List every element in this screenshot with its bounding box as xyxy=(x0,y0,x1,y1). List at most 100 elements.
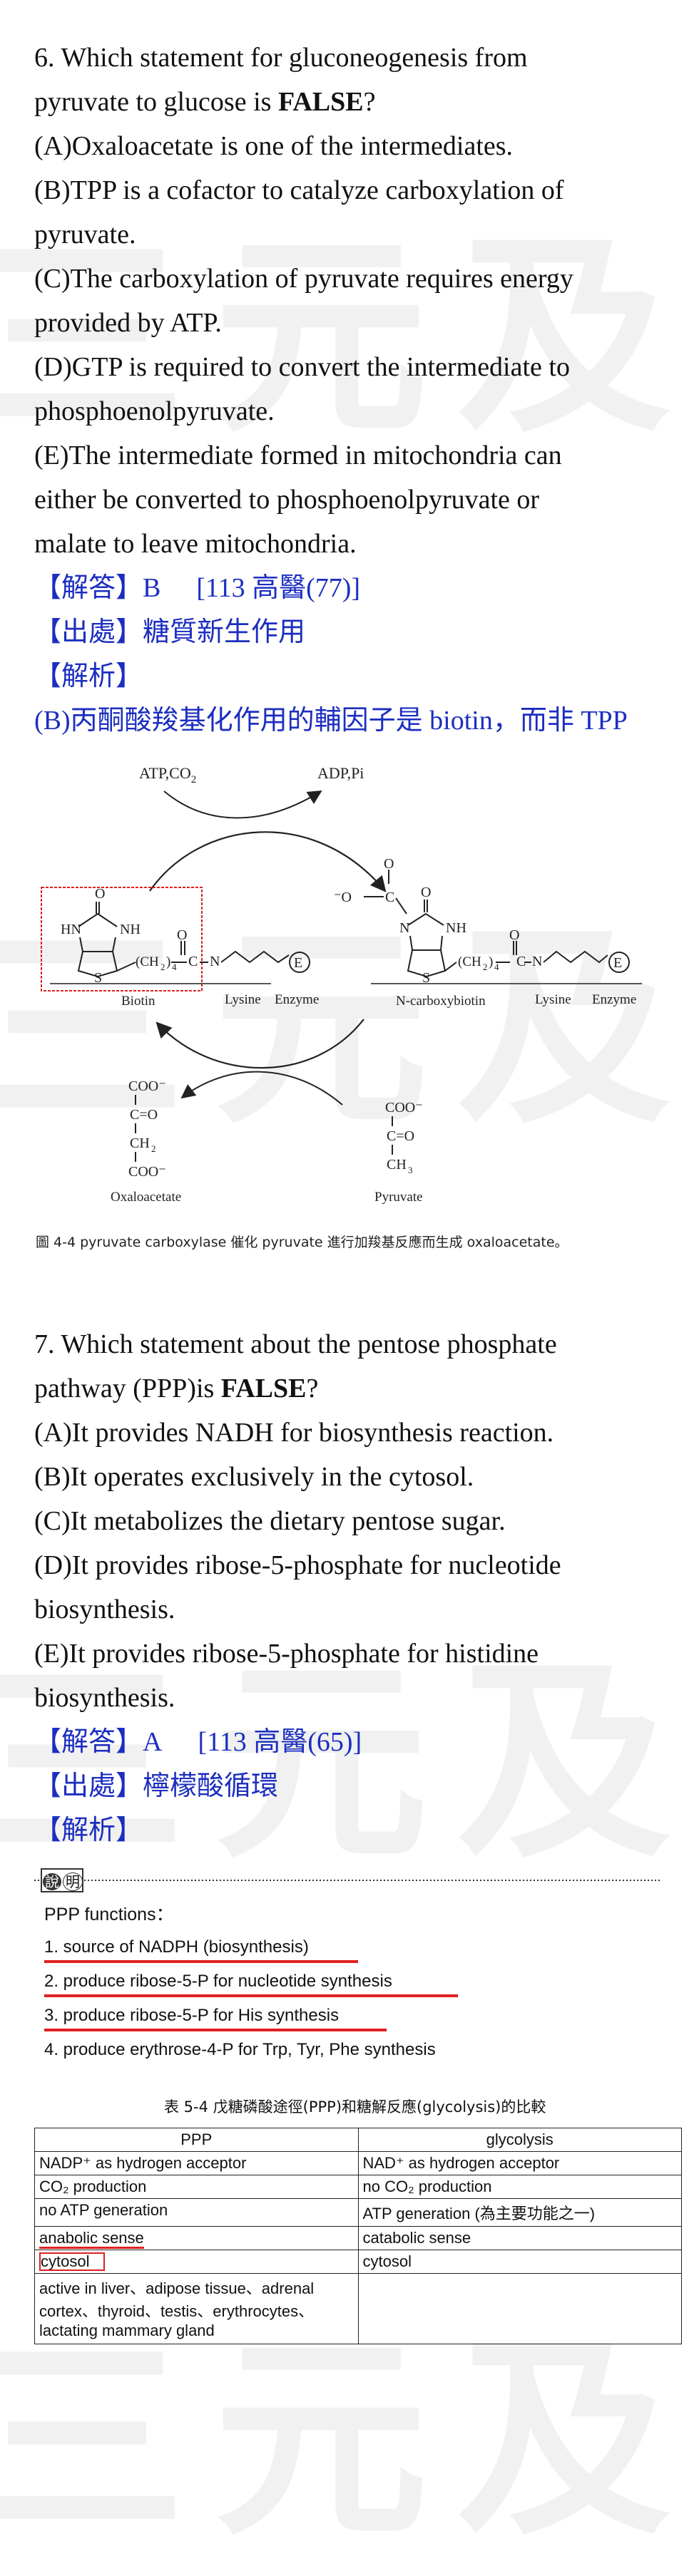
svg-text:COO⁻: COO⁻ xyxy=(128,1078,166,1094)
q6-option-line: phosphoenolpyruvate. xyxy=(34,396,275,426)
svg-text:(CH: (CH xyxy=(458,954,481,969)
enzyme-e-label: E xyxy=(294,955,302,971)
table-row: anabolic sense catabolic sense xyxy=(34,2226,682,2250)
table-cell: cytosol xyxy=(34,2250,359,2274)
q6-option-line: malate to leave mitochondria. xyxy=(34,529,357,559)
q6-option-line: (C)The carboxylation of pyruvate require… xyxy=(34,264,573,294)
q7-stem-line2: pathway (PPP)is FALSE? xyxy=(34,1374,319,1403)
table-cell: no CO₂ production xyxy=(357,2175,682,2199)
q6-stem-line1: 6. Which statement for gluconeogenesis f… xyxy=(34,43,528,73)
q7-option-line: biosynthesis. xyxy=(34,1683,175,1713)
q6-analysis-label: 【解析】 xyxy=(34,661,143,691)
svg-text:N: N xyxy=(532,954,542,969)
note-tag-2: 明 xyxy=(63,1872,83,1891)
table-cell: NAD⁺ as hydrogen acceptor xyxy=(357,2151,682,2175)
table-row: active in liver、adipose tissue、adrenal c… xyxy=(34,2273,682,2344)
note-item: 2. produce ribose-5-P for nucleotide syn… xyxy=(44,1972,392,1991)
q7-option-line: (A)It provides NADH for biosynthesis rea… xyxy=(34,1418,554,1448)
note-tag: 說明 xyxy=(43,1870,83,1891)
lysine-label: Lysine xyxy=(225,992,261,1007)
header-glycolysis: glycolysis xyxy=(357,2128,682,2152)
svg-text:S: S xyxy=(94,970,102,986)
svg-text:C=O: C=O xyxy=(130,1107,158,1123)
watermark-1: 三元及第 xyxy=(0,213,699,462)
cytosol-highlight: cytosol xyxy=(39,2252,106,2271)
table-cell: ATP generation (為主要功能之一) xyxy=(357,2198,682,2227)
q6-option-line: (D)GTP is required to convert the interm… xyxy=(34,352,570,382)
q7-option-line: (E)It provides ribose-5-phosphate for hi… xyxy=(34,1639,539,1669)
q6-stem-line2: pyruvate to glucose is FALSE? xyxy=(34,87,376,117)
table-header-row: PPP glycolysis xyxy=(34,2128,682,2152)
svg-text:N: N xyxy=(399,920,409,936)
svg-text:NH: NH xyxy=(446,920,466,936)
svg-text:O: O xyxy=(384,856,394,872)
table-cell: no ATP generation xyxy=(34,2198,359,2227)
lysine-label-2: Lysine xyxy=(535,992,571,1007)
svg-text:COO⁻: COO⁻ xyxy=(385,1100,423,1116)
svg-text:O: O xyxy=(421,885,431,900)
table-row: no ATP generation ATP generation (為主要功能之… xyxy=(34,2198,682,2227)
svg-text:CH: CH xyxy=(387,1157,407,1173)
enzyme-e-label-2: E xyxy=(613,955,622,971)
q6-answer: 【解答】B[113 高醫(77)] xyxy=(34,573,361,603)
note-tag-1: 說 xyxy=(43,1873,61,1890)
atp-arrow xyxy=(163,790,322,819)
table-cell: CO₂ production xyxy=(34,2175,359,2199)
question-7: 7. Which statement about the pentose pho… xyxy=(34,1322,676,1853)
table-cell: anabolic sense xyxy=(34,2226,359,2250)
table-row: NADP⁺ as hydrogen acceptor NAD⁺ as hydro… xyxy=(34,2151,682,2175)
svg-text:C: C xyxy=(516,954,526,969)
svg-text:COO⁻: COO⁻ xyxy=(128,1164,166,1180)
ppp-vs-glycolysis-table: PPP glycolysis NADP⁺ as hydrogen accepto… xyxy=(34,2128,682,2344)
forward-arc-arrow xyxy=(149,831,387,892)
svg-text:O: O xyxy=(95,886,105,902)
svg-text:C: C xyxy=(188,954,198,969)
underline-3 xyxy=(44,2029,387,2031)
q7-option-line: (D)It provides ribose-5-phosphate for nu… xyxy=(34,1550,561,1580)
svg-text:CH: CH xyxy=(130,1135,150,1151)
underline-2 xyxy=(44,1994,458,1997)
q7-analysis-label: 【解析】 xyxy=(34,1815,143,1845)
svg-text:3: 3 xyxy=(408,1165,413,1175)
enzyme-label: Enzyme xyxy=(275,992,319,1007)
header-ppp: PPP xyxy=(34,2128,359,2152)
svg-text:(CH: (CH xyxy=(136,954,159,969)
table-cell: active in liver、adipose tissue、adrenal c… xyxy=(34,2273,359,2344)
note-title: PPP functions： xyxy=(44,1905,174,1925)
question-6: 6. Which statement for gluconeogenesis f… xyxy=(34,36,676,743)
q7-answer: 【解答】A[113 高醫(65)] xyxy=(34,1727,362,1757)
note-item: 4. produce erythrose-4-P for Trp, Tyr, P… xyxy=(44,2040,436,2059)
q7-stem-line1: 7. Which statement about the pentose pho… xyxy=(34,1329,557,1359)
watermark-3: 三元及第 xyxy=(0,1639,699,1887)
n-carboxybiotin-structure xyxy=(364,870,608,978)
svg-text:N: N xyxy=(210,954,220,969)
pyruvate-to-oxaloacetate-arrow xyxy=(180,1071,343,1106)
ppp-functions-note: 說明 PPP functions： 1. source of NADPH (bi… xyxy=(34,1866,662,2066)
pyruvate-carboxylase-figure: ATP,CO2 ADP,Pi O HN N xyxy=(29,748,670,1247)
svg-text:C=O: C=O xyxy=(387,1128,414,1144)
adp-pi-label: ADP,Pi xyxy=(317,764,364,782)
table-cell: cytosol xyxy=(357,2250,682,2274)
svg-text:2: 2 xyxy=(483,962,488,972)
figure-caption: 圖 4-4 pyruvate carboxylase 催化 pyruvate 進… xyxy=(36,1235,568,1250)
table-cell: NADP⁺ as hydrogen acceptor xyxy=(34,2151,359,2175)
svg-text:S: S xyxy=(422,970,430,986)
svg-text:): ) xyxy=(489,954,493,969)
svg-text:HN: HN xyxy=(61,922,81,937)
svg-text:4: 4 xyxy=(172,962,177,972)
biotin-label: Biotin xyxy=(121,994,155,1009)
q6-option-line: either be converted to phosphoenolpyruva… xyxy=(34,485,540,515)
q7-option-line: (B)It operates exclusively in the cytoso… xyxy=(34,1462,474,1492)
q6-option-line: (B)TPP is a cofactor to catalyze carboxy… xyxy=(34,175,564,205)
q7-source: 【出處】檸檬酸循環 xyxy=(34,1771,279,1801)
n-carboxybiotin-label: N-carboxybiotin xyxy=(396,994,486,1009)
q7-option-line: biosynthesis. xyxy=(34,1594,175,1624)
note-item: 3. produce ribose-5-P for His synthesis xyxy=(44,2006,340,2025)
svg-text:): ) xyxy=(166,954,170,969)
table-row: CO₂ production no CO₂ production xyxy=(34,2175,682,2199)
q6-option-line: (A)Oxaloacetate is one of the intermedia… xyxy=(34,131,514,161)
svg-text:2: 2 xyxy=(151,1143,156,1154)
anabolic-cell-text: anabolic sense xyxy=(39,2229,144,2249)
atp-co2-label: ATP,CO2 xyxy=(139,764,196,785)
